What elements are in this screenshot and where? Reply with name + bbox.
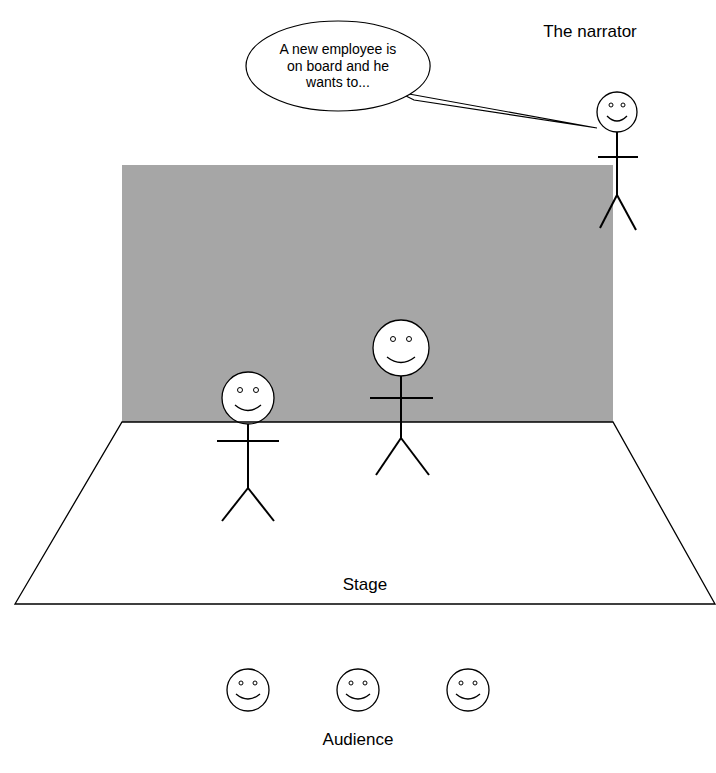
speech-bubble: A new employee is on board and he wants … <box>245 20 431 112</box>
narrator-figure <box>597 92 638 230</box>
backdrop <box>122 165 613 422</box>
actor-figure <box>370 320 433 475</box>
bubble-tail <box>398 92 597 128</box>
actor-figure <box>217 372 279 521</box>
node-text: A new employee is on board and he wants … <box>276 41 400 91</box>
audience-label: Audience <box>323 730 394 750</box>
stage-floor: Stage <box>14 421 716 607</box>
narrator-label: The narrator <box>543 22 637 42</box>
audience-faces <box>227 669 489 711</box>
node-text: Stage <box>343 575 387 595</box>
